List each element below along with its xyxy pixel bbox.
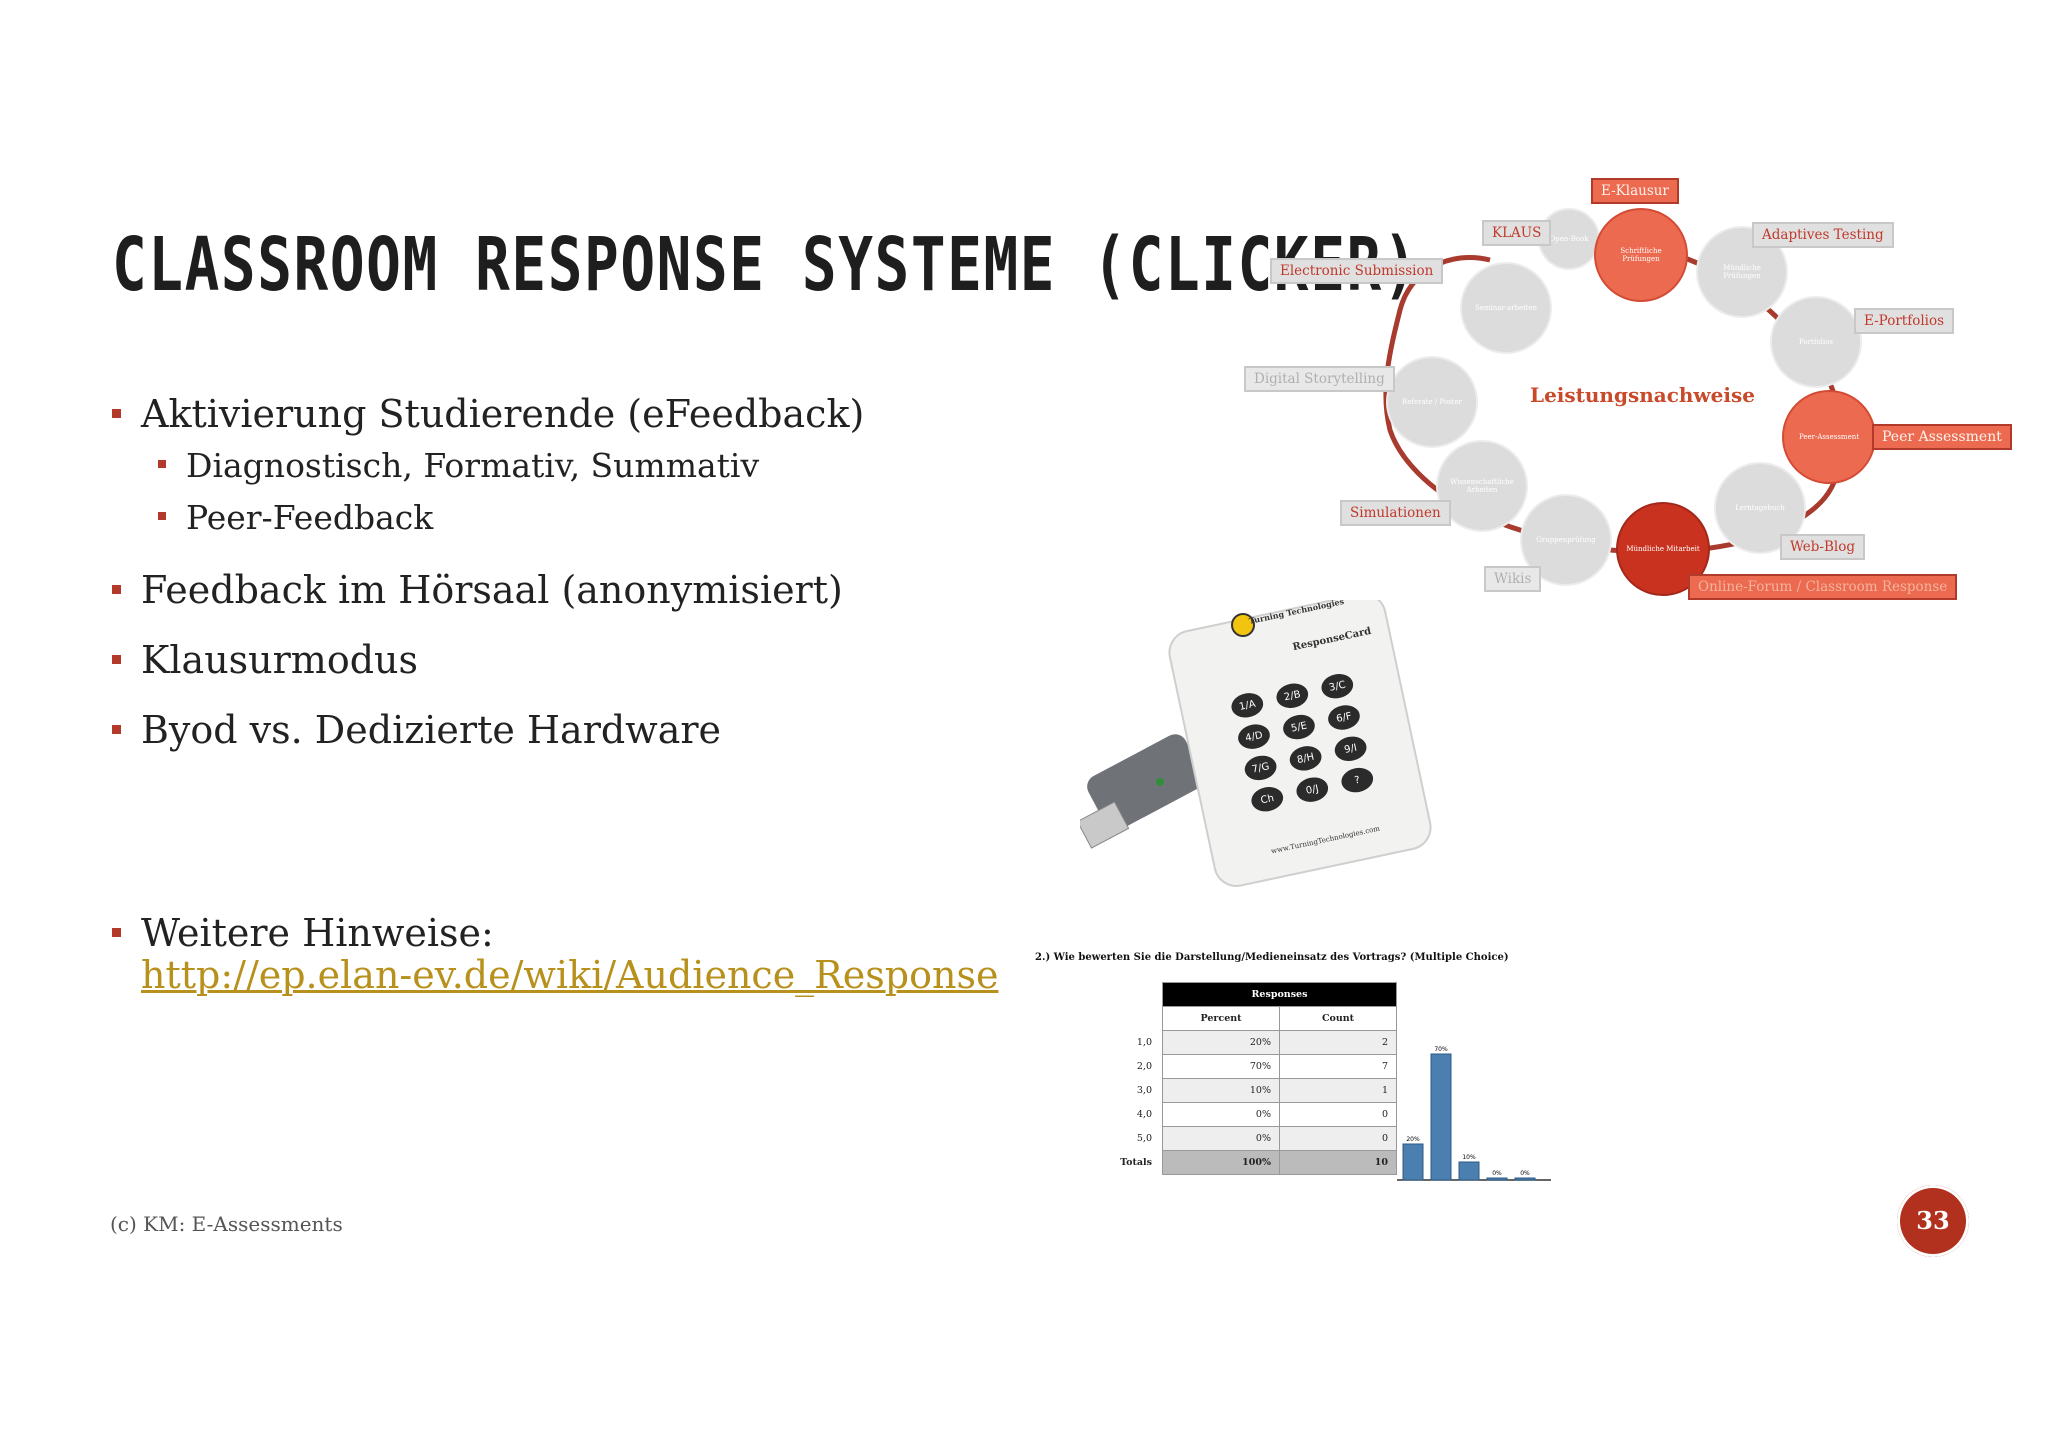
bullet-item: Aktivierung Studierende (eFeedback): [112, 392, 864, 436]
row-percent: 70%: [1162, 1054, 1280, 1079]
col-count: Count: [1279, 1006, 1397, 1031]
row-count: 1: [1279, 1078, 1397, 1103]
label-adaptives-testing: Adaptives Testing: [1752, 222, 1894, 248]
row-label: 5,0: [1136, 1133, 1152, 1144]
bullet-text: Aktivierung Studierende (eFeedback): [141, 392, 865, 436]
bullet-marker: [158, 512, 166, 520]
bullet-item: Weitere Hinweise:http://ep.elan-ev.de/wi…: [112, 912, 998, 996]
clicker-key: 9/I: [1332, 733, 1369, 764]
hint-link[interactable]: http://ep.elan-ev.de/wiki/Audience_Respo…: [141, 953, 999, 997]
bullet-text: Diagnostisch, Formativ, Summativ: [186, 446, 760, 485]
label-klaus: KLAUS: [1482, 220, 1552, 246]
row-label: Totals: [1120, 1157, 1152, 1168]
bullet-item: Klausurmodus: [112, 638, 418, 682]
clicker-key: 7/G: [1242, 752, 1279, 783]
label-digital-storytelling: Digital Storytelling: [1244, 366, 1395, 392]
clicker-key: 8/H: [1287, 743, 1324, 774]
clicker-key: 5/E: [1280, 711, 1318, 743]
bar: [1486, 1177, 1508, 1181]
table-row: 2,0 70%7: [1110, 1054, 1397, 1079]
response-bar-chart: 20% 70% 10% 0% 0%: [1397, 1046, 1551, 1181]
table-row: 4,0 0%0: [1110, 1102, 1397, 1127]
bar: [1430, 1053, 1452, 1181]
label-peer-assessment: Peer Assessment: [1872, 424, 2012, 450]
hint-label: Weitere Hinweise:: [141, 911, 494, 955]
row-label: 4,0: [1136, 1109, 1152, 1120]
page-number: 33: [1897, 1185, 1969, 1257]
row-percent: 0%: [1162, 1102, 1280, 1127]
bullet-marker: [112, 409, 121, 418]
bullet-marker: [112, 725, 121, 734]
diagram-node: Wissenschaftliche Arbeiten: [1436, 440, 1528, 532]
col-percent: Percent: [1162, 1006, 1280, 1031]
label-e-portfolios: E-Portfolios: [1854, 308, 1955, 334]
table-row: 1,0 20%2: [1110, 1030, 1397, 1055]
bullet-text: Peer-Feedback: [186, 498, 434, 537]
row-count: 0: [1279, 1102, 1397, 1127]
bullet-marker: [158, 460, 166, 468]
bar: [1514, 1177, 1536, 1181]
bar-data-label: 0%: [1492, 1170, 1502, 1177]
bullet-marker: [112, 655, 121, 664]
bar-data-label: 70%: [1434, 1046, 1448, 1053]
bullet-marker: [112, 585, 121, 594]
row-percent: 10%: [1162, 1078, 1280, 1103]
row-count: 7: [1279, 1054, 1397, 1079]
bar: [1402, 1143, 1424, 1181]
clicker-key: 6/F: [1325, 702, 1363, 733]
row-count: 10: [1279, 1150, 1397, 1175]
diagram-center-title: Leistungsnachweise: [1530, 383, 1755, 407]
clicker-illustration: [1076, 593, 1432, 887]
clicker-key: 2/B: [1274, 680, 1311, 711]
diagram-node: Portfolios: [1770, 296, 1862, 388]
clicker-key: 1/A: [1229, 690, 1266, 721]
label-web-blog: Web-Blog: [1780, 534, 1865, 560]
bullet-text: Byod vs. Dedizierte Hardware: [141, 708, 722, 752]
table-row: 3,0 10%1: [1110, 1078, 1397, 1103]
table-row: Totals 100%10: [1110, 1150, 1397, 1175]
diagram-node: Peer-Assessment: [1782, 390, 1876, 484]
diagram-node: Referate / Poster: [1386, 356, 1478, 448]
bullet-item: Feedback im Hörsaal (anonymisiert): [112, 568, 843, 612]
label-electronic-submission: Electronic Submission: [1270, 258, 1444, 284]
bar-data-label: 0%: [1520, 1170, 1530, 1177]
diagram-node: Seminar-arbeiten: [1460, 262, 1552, 354]
sub-bullet-item: Peer-Feedback: [158, 498, 433, 537]
bullet-text: Klausurmodus: [141, 638, 419, 682]
label-e-klausur: E-Klausur: [1591, 178, 1679, 204]
label-wikis: Wikis: [1484, 566, 1542, 592]
clicker-key: 4/D: [1235, 721, 1273, 752]
row-count: 2: [1279, 1030, 1397, 1055]
footer-text: (c) KM: E-Assessments: [110, 1212, 343, 1236]
response-question: 2.) Wie bewerten Sie die Darstellung/Med…: [1035, 952, 1509, 963]
table-row: 5,0 0%0: [1110, 1126, 1397, 1151]
row-percent: 20%: [1162, 1030, 1280, 1055]
bar-data-label: 10%: [1462, 1154, 1476, 1161]
row-percent: 0%: [1162, 1126, 1280, 1151]
sub-bullet-item: Diagnostisch, Formativ, Summativ: [158, 446, 759, 485]
row-label: 3,0: [1136, 1085, 1152, 1096]
response-header: Responses: [1162, 982, 1397, 1007]
clicker-image: Turning Technologies ResponseCard 1/A 2/…: [1076, 593, 1450, 890]
bullet-marker: [112, 928, 121, 937]
bullet-text: Feedback im Hörsaal (anonymisiert): [141, 568, 843, 612]
row-label: 1,0: [1136, 1037, 1152, 1048]
row-percent: 100%: [1162, 1150, 1280, 1175]
label-online-forum: Online-Forum / Classroom Response: [1688, 574, 1958, 600]
row-label: 2,0: [1136, 1061, 1152, 1072]
slide-title: CLASSROOM RESPONSE SYSTEME (CLICKER): [112, 222, 1420, 308]
label-simulationen: Simulationen: [1340, 500, 1451, 526]
bullet-item: Byod vs. Dedizierte Hardware: [112, 708, 721, 752]
diagram-node: Schriftliche Prüfungen: [1594, 208, 1688, 302]
clicker-key: 3/C: [1319, 671, 1356, 702]
bar: [1458, 1161, 1480, 1181]
bar-data-label: 20%: [1406, 1136, 1420, 1143]
row-count: 0: [1279, 1126, 1397, 1151]
